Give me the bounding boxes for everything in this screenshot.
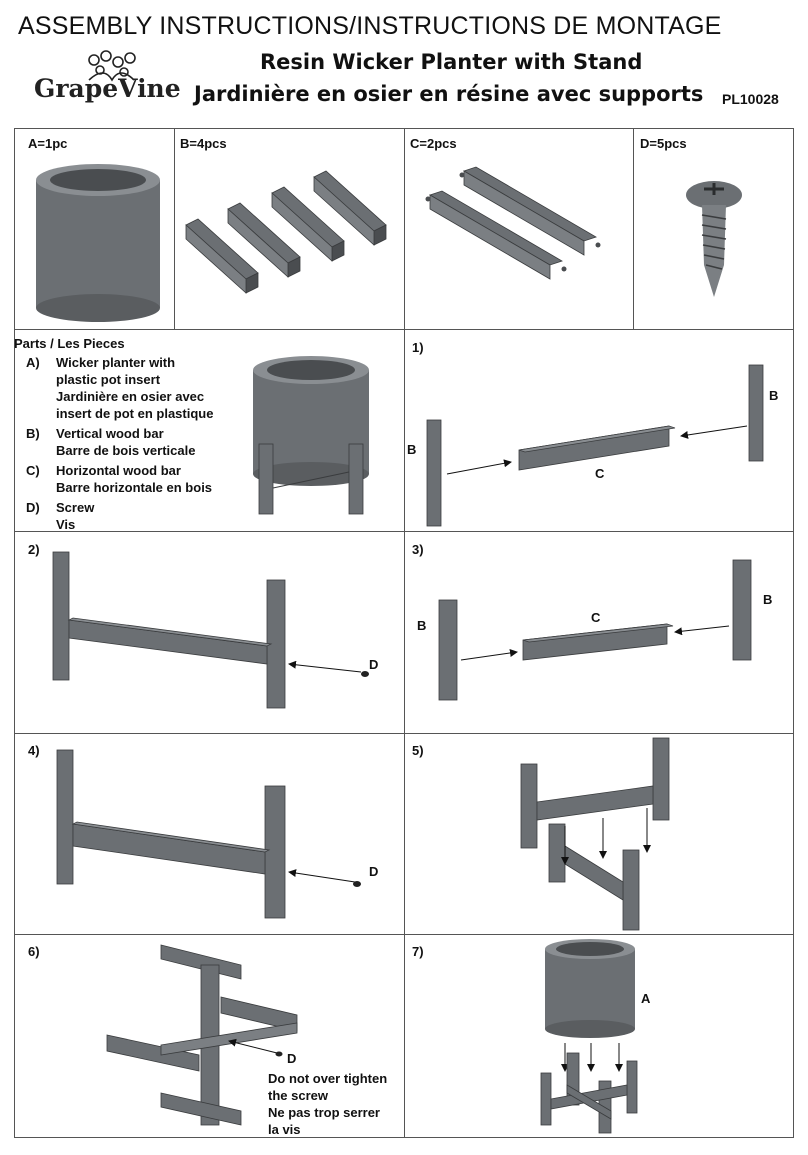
note-line: Ne pas trop serrer bbox=[268, 1105, 380, 1120]
part-desc: Jardinière en osier avec bbox=[56, 389, 205, 404]
callout-c: C bbox=[591, 610, 601, 625]
planter-illustration bbox=[36, 164, 160, 322]
assembled-planter-illustration bbox=[253, 356, 369, 515]
note-line: Do not over tighten bbox=[268, 1071, 388, 1086]
note-line: the screw bbox=[268, 1088, 328, 1103]
brand-name: GrapeVine bbox=[34, 74, 181, 103]
step-3-diagram: B B C bbox=[417, 559, 772, 701]
vertical-bars-illustration bbox=[185, 170, 387, 294]
divider bbox=[174, 128, 175, 329]
step-label: 2) bbox=[28, 542, 40, 557]
callout-b: B bbox=[407, 442, 416, 457]
part-key: D) bbox=[26, 500, 40, 515]
part-desc: Vertical wood bar bbox=[56, 426, 164, 441]
parts-list-heading: Parts / Les Pieces bbox=[14, 336, 125, 351]
parts-list: Parts / Les Pieces A) Wicker planter wit… bbox=[14, 335, 213, 533]
step-label: 6) bbox=[28, 944, 40, 959]
part-desc: insert de pot en plastique bbox=[56, 406, 214, 421]
product-name-en: Resin Wicker Planter with Stand bbox=[260, 50, 643, 74]
part-key: B) bbox=[26, 426, 40, 441]
part-key: C) bbox=[26, 463, 40, 478]
step-1-diagram: B B C bbox=[407, 364, 778, 527]
part-desc: Vis bbox=[56, 517, 76, 532]
part-desc: Horizontal wood bar bbox=[56, 463, 181, 478]
part-b-count: B=4pcs bbox=[180, 136, 227, 151]
callout-b: B bbox=[417, 618, 426, 633]
part-a-count: A=1pc bbox=[28, 136, 68, 151]
callout-b: B bbox=[769, 388, 778, 403]
step-label: 1) bbox=[412, 340, 424, 355]
callout-a: A bbox=[641, 991, 651, 1006]
part-key: A) bbox=[26, 355, 40, 370]
divider bbox=[404, 128, 405, 1138]
divider bbox=[633, 128, 634, 329]
grape-leaf-icon bbox=[88, 50, 136, 82]
part-d-count: D=5pcs bbox=[640, 136, 687, 151]
part-desc: plastic pot insert bbox=[56, 372, 161, 387]
callout-d: D bbox=[287, 1051, 296, 1066]
document-title: ASSEMBLY INSTRUCTIONS/INSTRUCTIONS DE MO… bbox=[18, 12, 722, 40]
part-desc: Barre de bois verticale bbox=[56, 443, 196, 458]
screw-illustration bbox=[686, 181, 742, 297]
tightening-warning: Do not over tighten the screw Ne pas tro… bbox=[268, 1070, 387, 1138]
part-desc: Screw bbox=[56, 500, 95, 515]
step-label: 7) bbox=[412, 944, 424, 959]
product-name-fr: Jardinière en osier en résine avec suppo… bbox=[194, 82, 704, 106]
grapevine-logo: GrapeVine bbox=[34, 50, 184, 114]
step-4-diagram: D bbox=[56, 749, 378, 919]
part-c-count: C=2pcs bbox=[410, 136, 457, 151]
step-5-diagram bbox=[520, 737, 670, 931]
part-desc: Barre horizontale en bois bbox=[56, 480, 213, 495]
step-6-diagram: D bbox=[106, 944, 298, 1126]
callout-d: D bbox=[369, 864, 378, 879]
step-2-diagram: D bbox=[52, 551, 378, 709]
part-desc: Wicker planter with bbox=[56, 355, 176, 370]
horizontal-bars-illustration bbox=[425, 166, 601, 280]
step-7-diagram: A bbox=[540, 939, 651, 1134]
callout-b: B bbox=[763, 592, 772, 607]
callout-d: D bbox=[369, 657, 378, 672]
note-line: la vis bbox=[268, 1122, 301, 1137]
step-label: 4) bbox=[28, 743, 40, 758]
step-label: 3) bbox=[412, 542, 424, 557]
callout-c: C bbox=[595, 466, 605, 481]
step-label: 5) bbox=[412, 743, 424, 758]
product-code: PL10028 bbox=[722, 91, 779, 107]
